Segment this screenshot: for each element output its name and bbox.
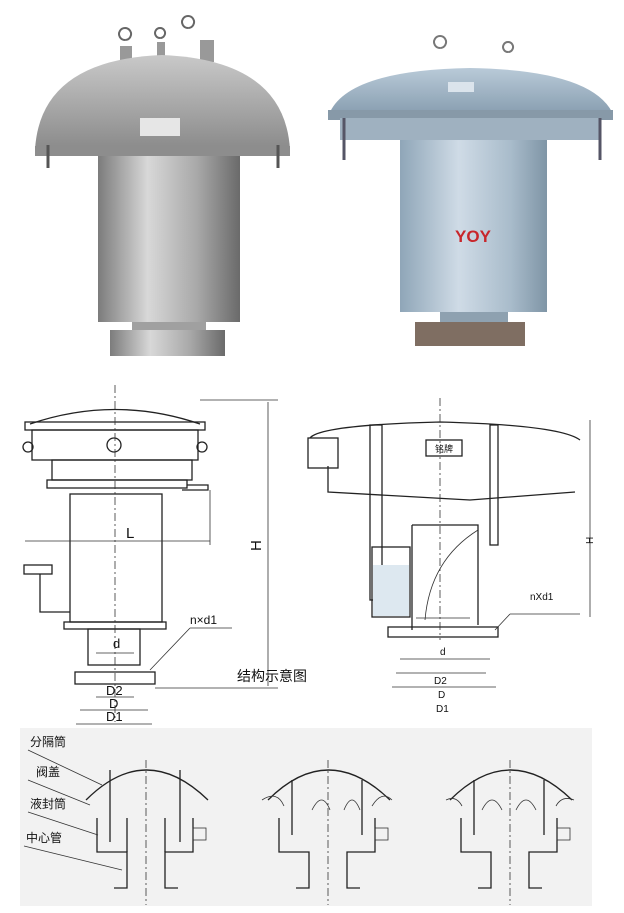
label-D2-right: D2 bbox=[434, 676, 447, 687]
principle-state-exhale bbox=[261, 760, 393, 905]
label-valve-cover: 阀盖 bbox=[36, 765, 60, 779]
label-H: H bbox=[248, 540, 265, 551]
label-nxd1: n×d1 bbox=[190, 613, 217, 627]
label-D2: D2 bbox=[106, 683, 123, 698]
label-D1: D1 bbox=[106, 709, 123, 724]
drawing-left-dimensions: L H d n×d1 D2 D D1 bbox=[22, 385, 278, 725]
principle-background bbox=[20, 728, 592, 906]
principle-state-idle bbox=[85, 760, 209, 905]
photo-blue-breather-valve: YOY bbox=[328, 35, 613, 346]
label-liquid-seal-tube: 液封筒 bbox=[30, 796, 66, 811]
label-H-right: H bbox=[585, 537, 596, 544]
label-D-right: D bbox=[438, 690, 445, 701]
label-L: L bbox=[126, 525, 134, 542]
label-separator-tube: 分隔筒 bbox=[30, 734, 66, 749]
label-nxd1-right: nXd1 bbox=[530, 592, 554, 603]
label-d-right: d bbox=[440, 647, 446, 658]
principle-state-inhale bbox=[445, 760, 575, 905]
photo-grey-breather-valve bbox=[35, 15, 290, 356]
principle-diagrams bbox=[23, 749, 575, 905]
label-D1-right: D1 bbox=[436, 704, 449, 715]
nameplate-label: 铭牌 bbox=[435, 443, 453, 455]
nameplate bbox=[140, 118, 180, 136]
liquid-seal bbox=[373, 565, 409, 616]
label-D: D bbox=[109, 696, 118, 711]
brand-logo: YOY bbox=[455, 227, 492, 246]
caption-structure-diagram: 结构示意图 bbox=[237, 668, 307, 685]
label-center-pipe: 中心管 bbox=[26, 830, 62, 845]
label-d: d bbox=[113, 636, 120, 651]
drawing-right-section: 铭牌 H nXd1 d D2 D D1 bbox=[307, 398, 596, 715]
